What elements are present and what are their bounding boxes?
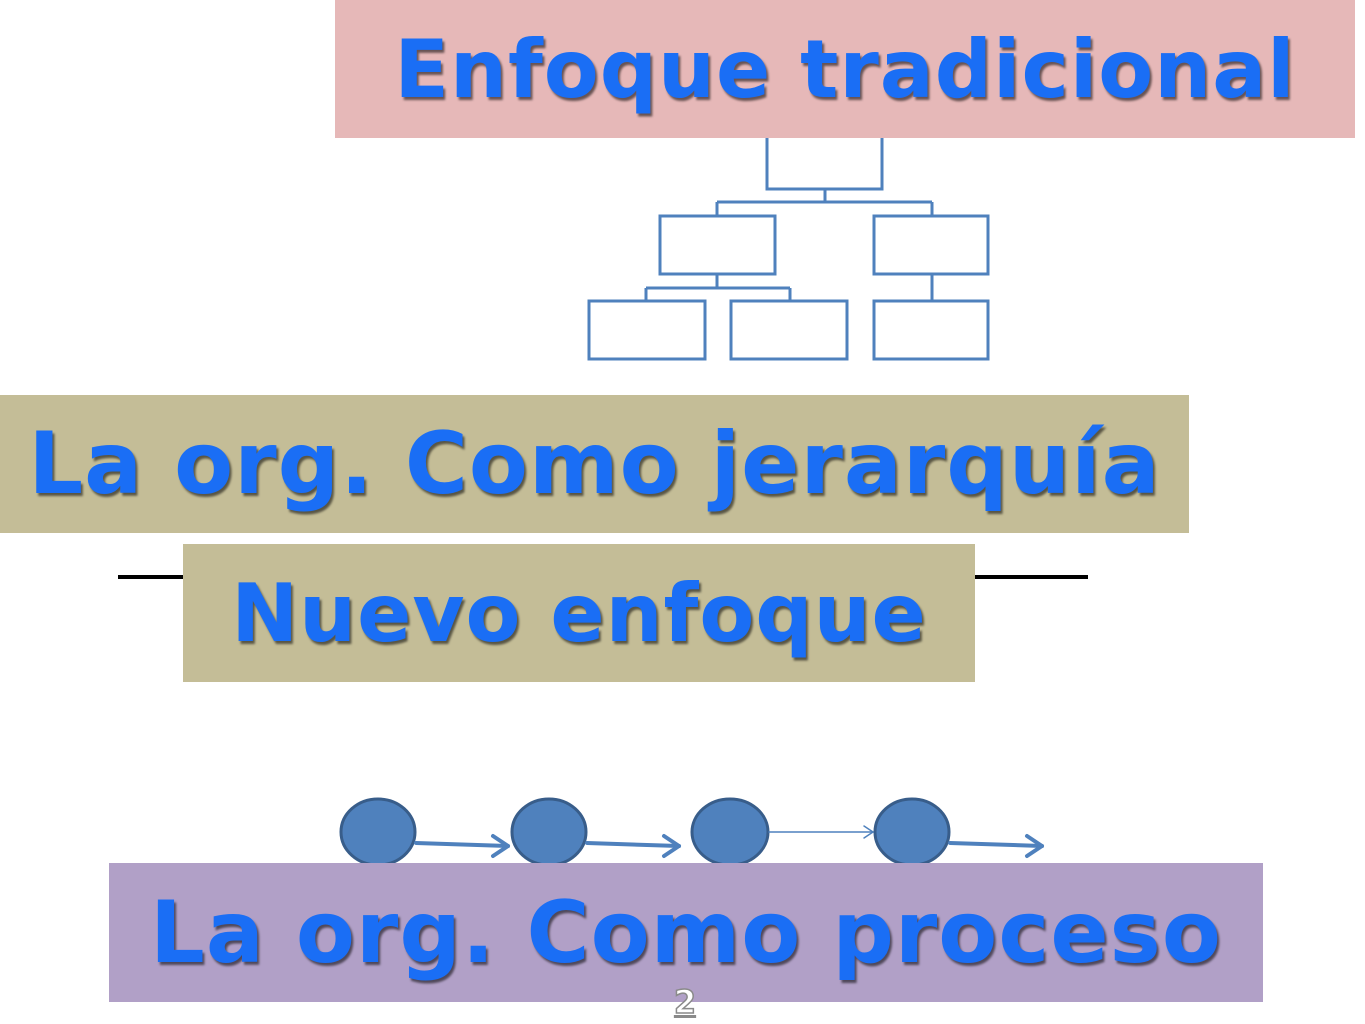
org-box-level3-b: [729, 299, 849, 361]
org-chart: [587, 130, 990, 361]
org-box-level3-c: [872, 299, 990, 361]
banner-hierarchy: La org. Como jerarquía: [0, 395, 1189, 533]
process-arrow-4: [948, 834, 1044, 858]
org-box-level2-left: [658, 214, 777, 276]
org-box-level3-a: [587, 299, 707, 361]
process-arrow-2: [585, 834, 681, 858]
org-box-level2-right: [872, 214, 990, 276]
process-node-1: [339, 797, 417, 867]
banner-process-text: La org. Como proceso: [150, 882, 1222, 983]
process-node-3: [690, 797, 770, 867]
banner-new-approach: Nuevo enfoque: [183, 544, 975, 682]
org-box-root: [765, 130, 884, 191]
banner-traditional-text: Enfoque tradicional: [394, 22, 1296, 116]
process-arrow-3: [768, 825, 874, 839]
banner-hierarchy-text: La org. Como jerarquía: [28, 414, 1161, 514]
process-node-2: [510, 797, 588, 867]
banner-new-approach-text: Nuevo enfoque: [231, 566, 927, 660]
process-flow: [339, 797, 1044, 867]
process-arrow-1: [414, 834, 510, 858]
banner-process: La org. Como proceso: [109, 863, 1263, 1002]
slide-number: 2: [673, 982, 697, 1022]
org-connector-left: [644, 274, 792, 301]
process-node-4: [873, 797, 951, 867]
banner-traditional: Enfoque tradicional: [335, 0, 1355, 138]
org-connector-root: [715, 189, 934, 216]
